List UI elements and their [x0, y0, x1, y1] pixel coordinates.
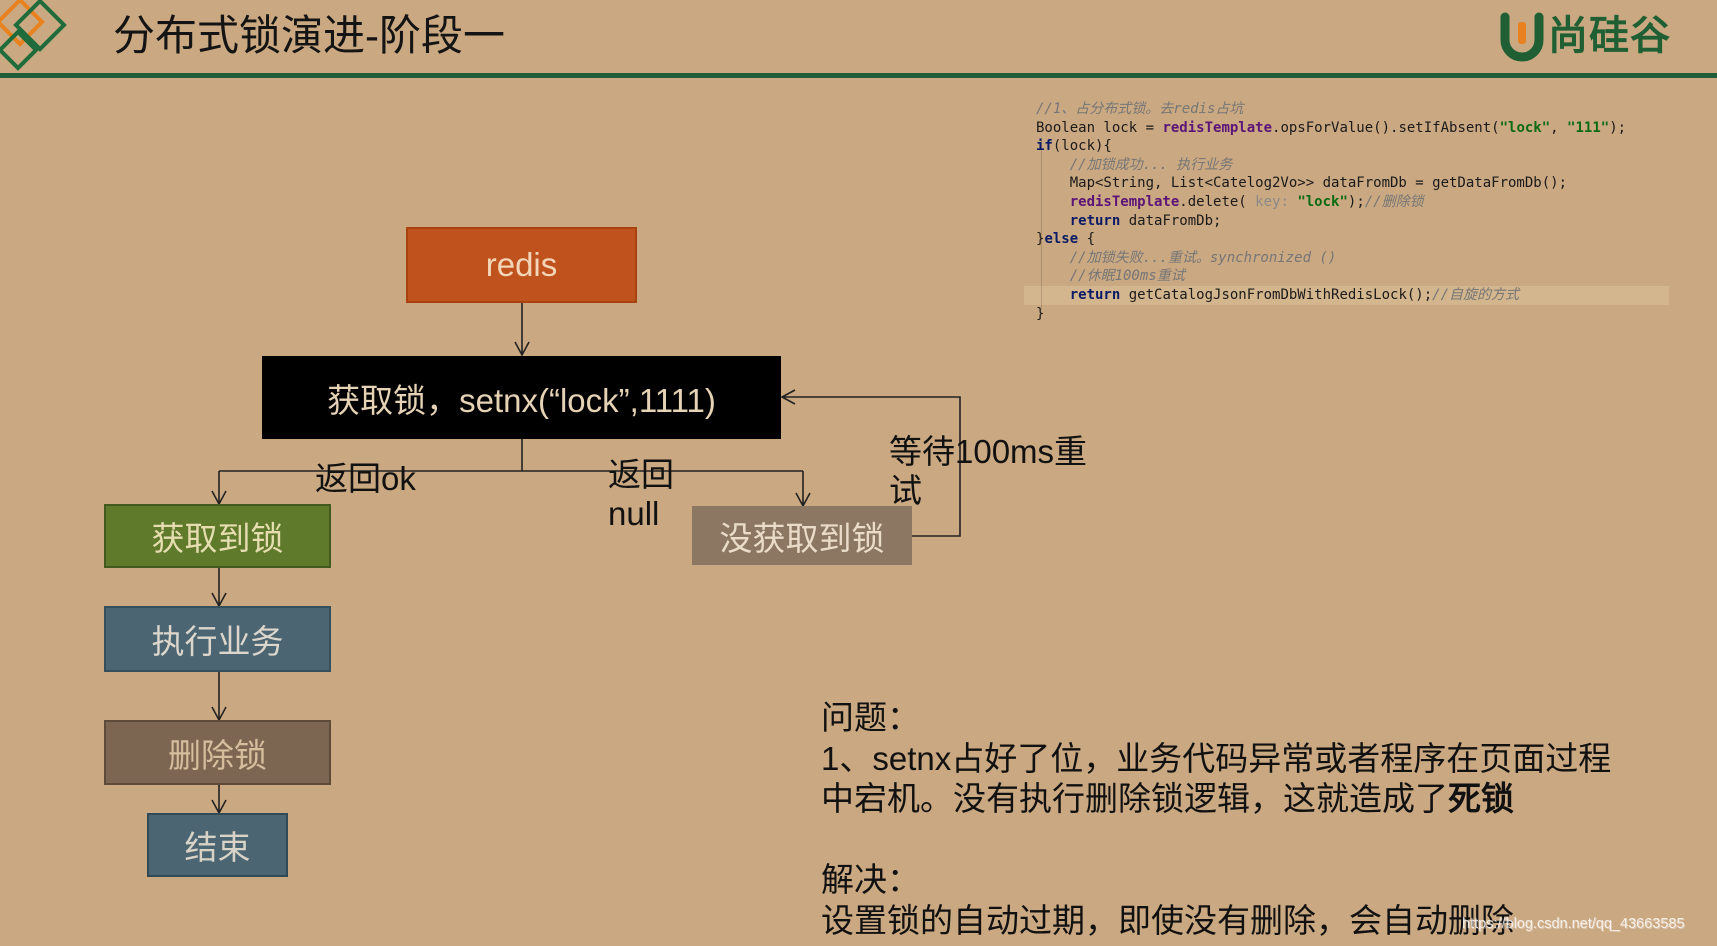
code-token-comment: //加锁成功... 执行业务 — [1069, 156, 1233, 173]
code-token-plain: { — [1078, 231, 1096, 248]
label-wait-retry: 等待100ms重 试 — [889, 432, 1087, 510]
delete-lock-box: 删除锁 — [104, 720, 331, 785]
label-return-null-line1: 返回 — [608, 456, 674, 493]
code-token-plain: } — [1036, 231, 1045, 248]
got-lock-label: 获取到锁 — [151, 520, 284, 557]
code-token-plain: .delete( — [1179, 193, 1256, 210]
code-token-plain: Boolean lock = — [1036, 119, 1163, 136]
notes-spacer — [821, 820, 1611, 861]
code-token-keyword: if — [1036, 138, 1053, 155]
code-token-keyword: return — [1069, 286, 1121, 303]
code-token-plain: (lock){ — [1052, 138, 1112, 155]
code-token-comment: //删除锁 — [1364, 193, 1424, 210]
code-token-plain: ); — [1609, 119, 1627, 136]
code-token-field: redisTemplate — [1162, 119, 1273, 136]
redis-box-label: redis — [485, 246, 558, 283]
brand-name: 尚硅谷 — [1548, 14, 1671, 58]
code-line: Map<String, List<Catelog2Vo>> dataFromDb… — [1024, 174, 1669, 193]
code-line: //加锁成功... 执行业务 — [1024, 156, 1669, 175]
problem-solution-notes: 问题： 1、setnx占好了位，业务代码异常或者程序在页面过程 中宕机。没有执行… — [821, 698, 1611, 941]
arrow-to-not-got-lock — [795, 471, 811, 508]
source-watermark: https://blog.csdn.net/qq_43663585 — [1462, 916, 1685, 932]
indent-guide — [1041, 138, 1042, 310]
code-token-plain: getCatalogJsonFromDbWithRedisLock(); — [1120, 286, 1433, 303]
code-line: }else { — [1024, 230, 1669, 249]
solution-line-1: 设置锁的自动过期，即使没有删除，会自动删除 — [821, 901, 1514, 939]
code-line: //休眠100ms重试 — [1024, 267, 1669, 286]
label-wait-retry-line1: 等待100ms重 — [889, 433, 1088, 470]
code-line: //1、占分布式锁。去redis占坑 — [1024, 100, 1669, 119]
brand-u-logo-icon — [1500, 12, 1544, 62]
label-return-null-line2: null — [608, 495, 660, 532]
end-box: 结束 — [147, 813, 288, 877]
arrow-execute-to-delete — [211, 672, 227, 722]
label-return-null: 返回 null — [608, 455, 674, 533]
code-token-plain: dataFromDb; — [1120, 212, 1222, 229]
code-token-plain: Map<String, List<Catelog2Vo>> dataFromDb… — [1036, 175, 1568, 192]
code-line: } — [1024, 305, 1669, 324]
code-token-plain: .opsForValue().setIfAbsent( — [1272, 119, 1500, 136]
code-token-keyword: return — [1069, 212, 1121, 229]
arrow-redis-to-acquire — [514, 303, 530, 357]
acquire-lock-box: 获取锁，setnx(“lock”,1111) — [262, 356, 781, 439]
code-token-field: redisTemplate — [1069, 193, 1180, 210]
label-wait-retry-line2: 试 — [889, 472, 922, 509]
code-line: return dataFromDb; — [1024, 212, 1669, 231]
code-line: if(lock){ — [1024, 137, 1669, 156]
not-got-lock-label: 没获取到锁 — [719, 519, 885, 557]
problem-line-2: 中宕机。没有执行删除锁逻辑，这就造成了死锁 — [821, 779, 1611, 820]
code-token-comment: //1、占分布式锁。去redis占坑 — [1036, 101, 1244, 117]
title-divider — [0, 73, 1717, 78]
code-token-plain: , — [1550, 119, 1568, 136]
code-token-comment: //自旋的方式 — [1432, 286, 1520, 303]
execute-business-label: 执行业务 — [151, 623, 284, 660]
code-token-keyword: else — [1044, 231, 1079, 248]
arrow-delete-to-end — [211, 785, 227, 815]
code-token-hint: key: — [1255, 193, 1289, 210]
delete-lock-label: 删除锁 — [168, 736, 267, 774]
code-line: //加锁失败...重试。synchronized () — [1024, 249, 1669, 268]
code-token-comment: //休眠100ms重试 — [1069, 268, 1185, 285]
code-line: Boolean lock = redisTemplate.opsForValue… — [1024, 119, 1669, 138]
execute-business-box: 执行业务 — [104, 606, 331, 672]
code-line: return getCatalogJsonFromDbWithRedisLock… — [1024, 285, 1669, 305]
end-label: 结束 — [184, 829, 251, 866]
redis-box: redis — [406, 227, 637, 303]
problem-deadlock-emphasis: 死锁 — [1448, 780, 1514, 817]
problem-line-1: 1、setnx占好了位，业务代码异常或者程序在页面过程 — [821, 739, 1612, 777]
code-token-string: "lock" — [1499, 119, 1551, 136]
acquire-lock-label: 获取锁，setnx(“lock”,1111) — [327, 381, 716, 419]
got-lock-box: 获取到锁 — [104, 504, 331, 568]
code-token-comment: //加锁失败...重试。synchronized () — [1069, 249, 1337, 266]
corner-diamond-logo-icon — [0, 0, 67, 71]
code-token-string: "111" — [1567, 119, 1610, 136]
code-token-plain: ); — [1347, 193, 1365, 210]
code-line: redisTemplate.delete( key: "lock");//删除锁 — [1024, 193, 1669, 212]
code-token-string: "lock" — [1297, 193, 1348, 210]
page-title: 分布式锁演进-阶段一 — [113, 12, 505, 59]
problem-line-2-text: 中宕机。没有执行删除锁逻辑，这就造成了 — [821, 780, 1448, 817]
solution-title: 解决： — [821, 861, 920, 898]
problem-title: 问题： — [821, 699, 920, 736]
arrow-to-got-lock — [211, 471, 227, 506]
code-snippet: //1、占分布式锁。去redis占坑 Boolean lock = redisTe… — [1024, 100, 1669, 323]
label-return-ok: 返回ok — [315, 460, 416, 497]
not-got-lock-box: 没获取到锁 — [692, 506, 912, 565]
arrow-got-to-execute — [211, 568, 227, 608]
code-token-plain: } — [1036, 305, 1045, 322]
